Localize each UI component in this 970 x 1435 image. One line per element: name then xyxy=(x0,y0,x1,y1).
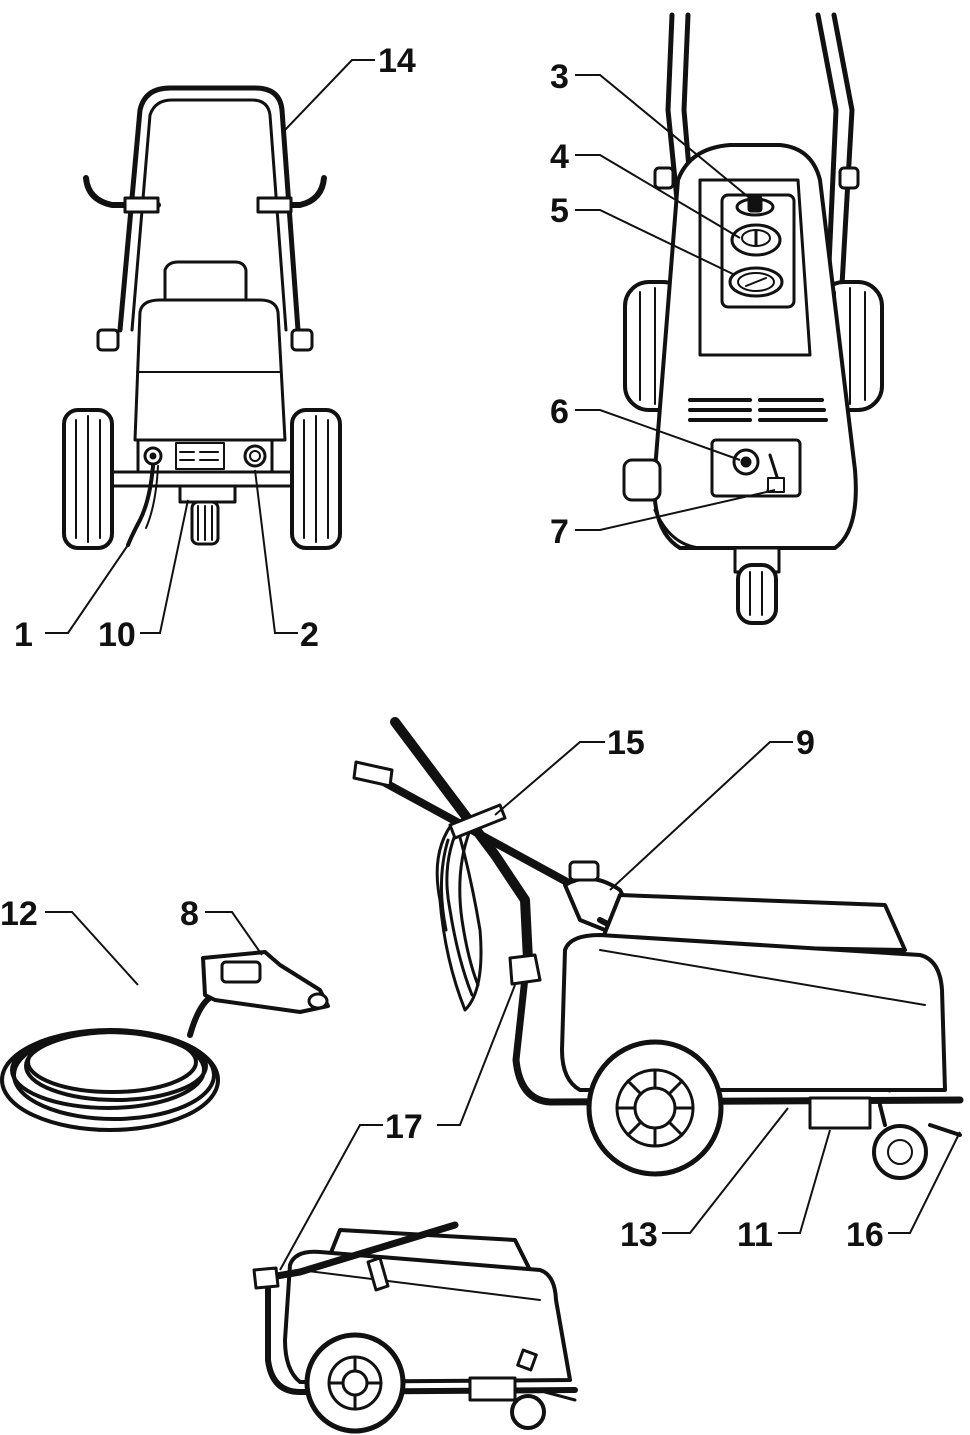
callout-12: 12 xyxy=(0,895,38,933)
callout-15: 15 xyxy=(607,724,645,762)
rear-view xyxy=(622,12,884,625)
callout-14: 14 xyxy=(378,42,416,80)
callout-11: 11 xyxy=(737,1216,773,1254)
callout-6: 6 xyxy=(550,393,569,431)
hose-gun xyxy=(0,950,330,1132)
leader-lines xyxy=(45,59,961,1271)
callout-7: 7 xyxy=(550,513,569,551)
callout-9: 9 xyxy=(796,724,815,762)
small-side-view xyxy=(252,1221,578,1434)
callout-10: 10 xyxy=(98,616,136,654)
callout-13: 13 xyxy=(620,1216,658,1254)
callout-2: 2 xyxy=(300,616,319,654)
callout-8: 8 xyxy=(180,895,199,933)
side-view xyxy=(352,717,964,1180)
callout-1: 1 xyxy=(14,616,33,654)
front-view xyxy=(62,85,342,550)
callout-16: 16 xyxy=(846,1216,884,1254)
callout-4: 4 xyxy=(550,138,569,176)
callout-5: 5 xyxy=(550,192,569,230)
callout-17: 17 xyxy=(385,1108,423,1146)
callout-labels: 1 10 2 14 3 4 5 6 7 15 9 12 8 17 13 11 1… xyxy=(0,42,884,1254)
callout-3: 3 xyxy=(550,58,569,96)
